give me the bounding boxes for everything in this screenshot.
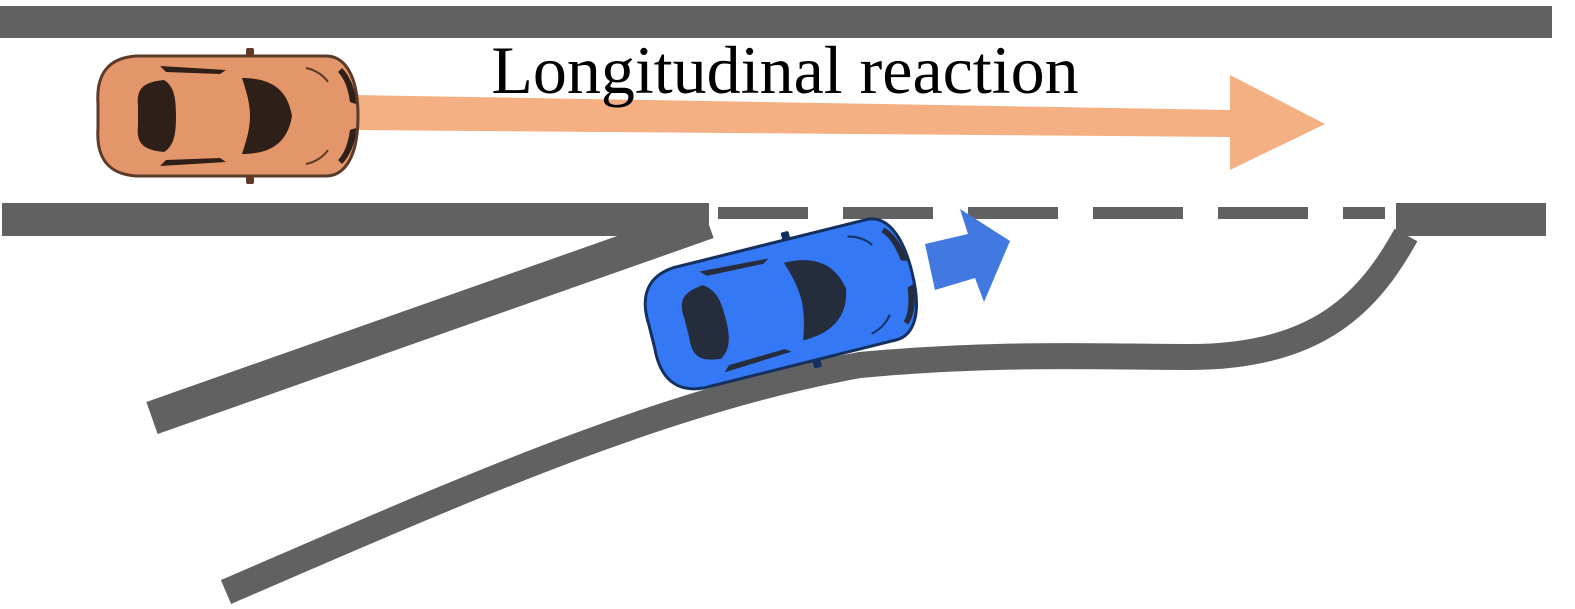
longitudinal-reaction-arrow — [355, 75, 1325, 170]
lead-vehicle — [96, 48, 360, 184]
lane-divider-solid-left — [2, 203, 709, 236]
ramp-lower-edge — [220, 228, 1418, 604]
car-topview-icon — [96, 48, 360, 184]
road-lines — [0, 6, 1552, 604]
lane-divider-dashed — [718, 207, 1385, 219]
lane-divider-solid-right — [1396, 203, 1546, 236]
car-topview-icon — [643, 217, 918, 391]
longitudinal-reaction-label: Longitudinal reaction — [491, 32, 1078, 108]
merge-direction-arrow — [925, 209, 1010, 302]
top-road-edge — [0, 6, 1552, 38]
merging-vehicle — [643, 217, 918, 391]
ramp-upper-edge — [146, 205, 714, 435]
